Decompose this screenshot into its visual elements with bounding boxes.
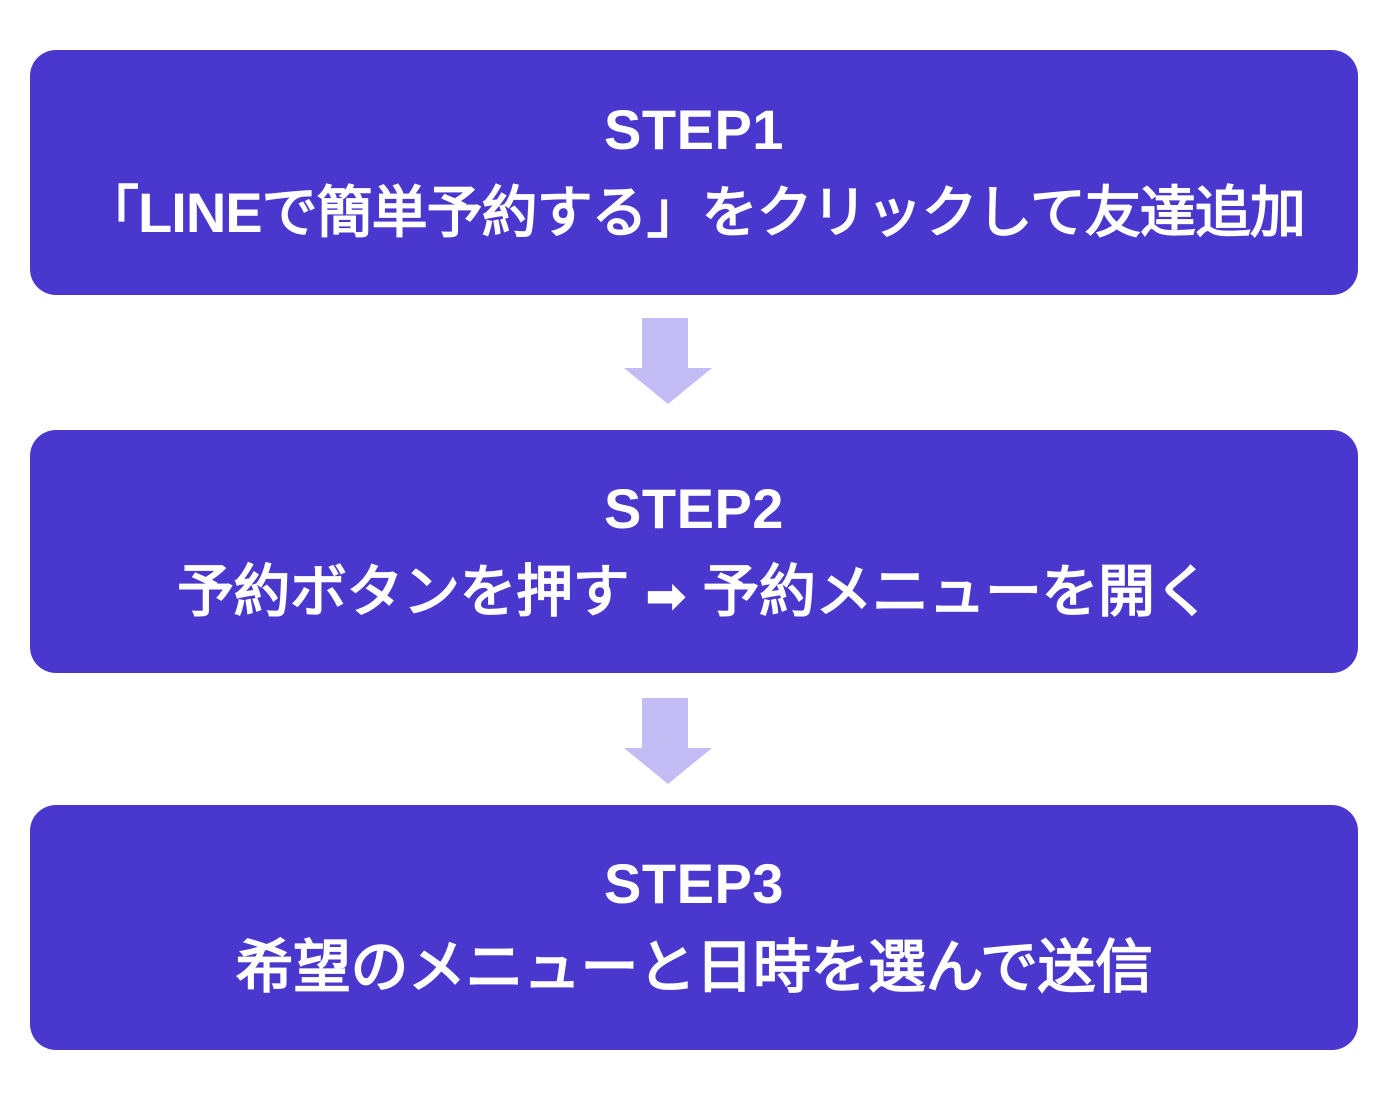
right-arrow-icon: ➡ [645, 566, 687, 625]
step-card-2[interactable]: STEP2 予約ボタンを押す ➡ 予約メニューを開く [30, 430, 1358, 673]
step-2-title: STEP2 [604, 476, 784, 540]
step-2-description: 予約ボタンを押す ➡ 予約メニューを開く [177, 559, 1211, 625]
connector-down-arrow-icon-2 [622, 698, 714, 784]
step-3-title: STEP3 [604, 852, 784, 916]
step-card-1[interactable]: STEP1 「LINEで簡単予約する」をクリックして友達追加 [30, 50, 1358, 295]
connector-down-arrow-icon-1 [622, 318, 714, 404]
step-3-description: 希望のメニューと日時を選んで送信 [235, 935, 1153, 1001]
step-2-description-before: 予約ボタンを押す [177, 559, 630, 624]
step-1-description: 「LINEで簡単予約する」をクリックして友達追加 [83, 181, 1306, 245]
step-1-title: STEP1 [604, 98, 784, 162]
step-card-3[interactable]: STEP3 希望のメニューと日時を選んで送信 [30, 805, 1358, 1050]
step-2-description-after: 予約メニューを開く [702, 559, 1211, 624]
